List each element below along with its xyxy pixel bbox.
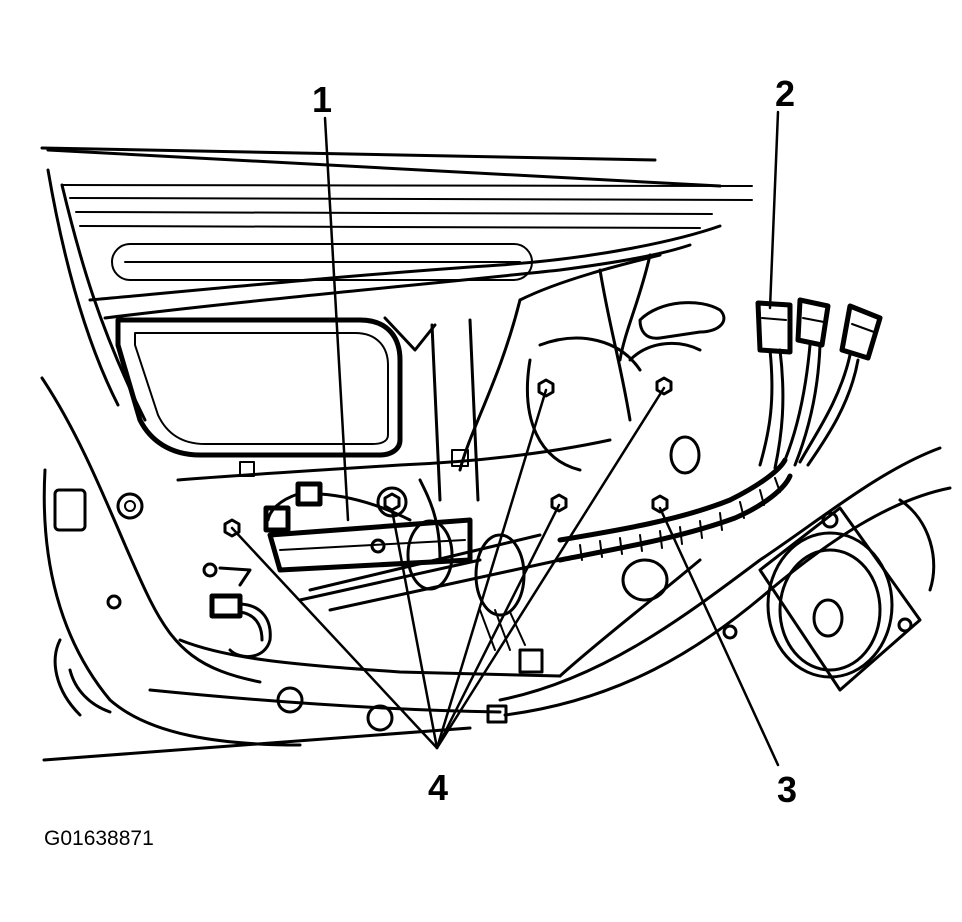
callout-3: 3 (777, 769, 797, 810)
door-frame (40, 168, 472, 762)
speaker (758, 498, 936, 692)
lower-structure (148, 446, 952, 717)
access-opening (115, 316, 437, 458)
window-regulator (202, 517, 562, 651)
harness-connectors (755, 297, 883, 361)
callout-4: 4 (428, 767, 448, 808)
inner-panel (176, 253, 726, 602)
callout-1: 1 (312, 79, 332, 120)
leader-lines (230, 110, 780, 767)
upper-trim-panel (88, 224, 722, 320)
wiring-harness (557, 343, 860, 563)
figure-id: G01638871 (44, 827, 154, 850)
callout-2: 2 (775, 73, 795, 114)
window-glass-lines (40, 146, 753, 229)
